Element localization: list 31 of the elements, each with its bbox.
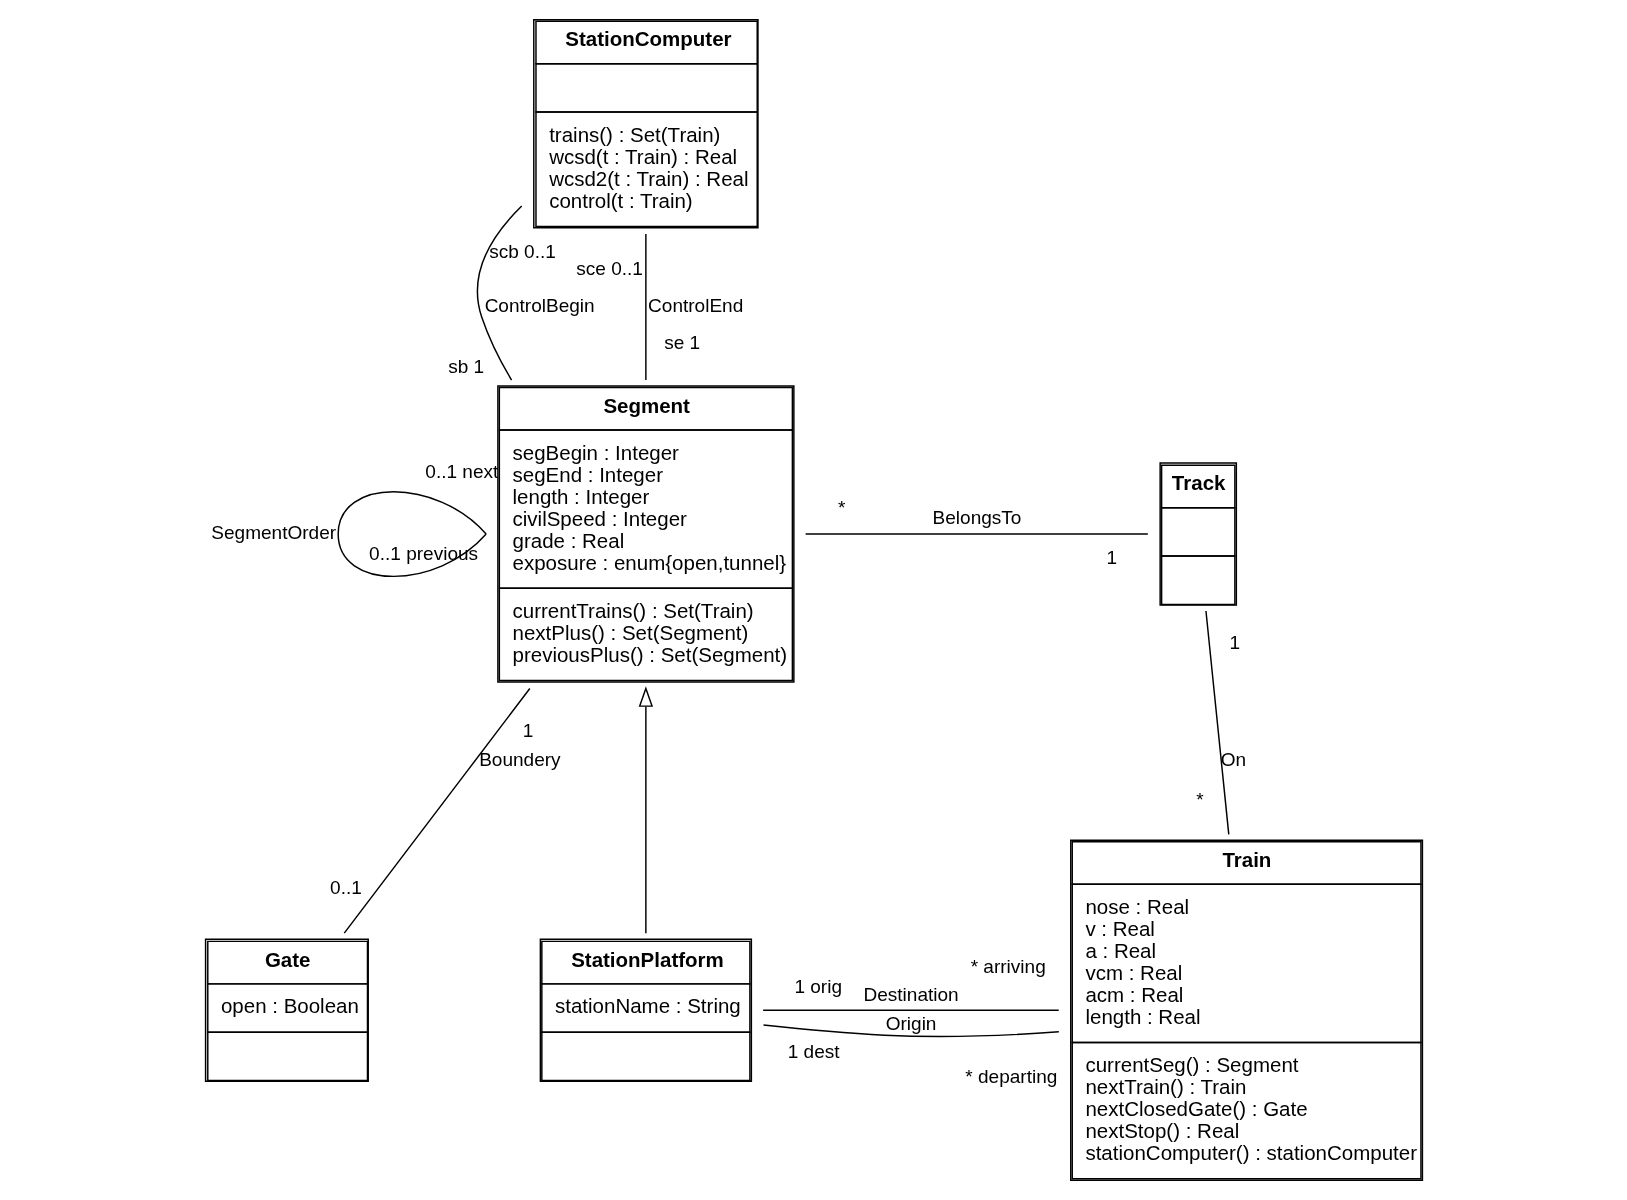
edge-label: Boundery bbox=[478, 749, 561, 771]
edge-label: Origin bbox=[885, 1012, 936, 1034]
label: 1 bbox=[522, 720, 533, 742]
connector bbox=[336, 491, 487, 578]
label: 1 bbox=[1106, 547, 1117, 569]
label: * bbox=[837, 496, 845, 518]
connector bbox=[343, 687, 531, 934]
connector bbox=[644, 233, 647, 381]
label: * arriving bbox=[970, 955, 1046, 977]
label: sb 1 bbox=[447, 356, 484, 378]
connector bbox=[1204, 610, 1229, 836]
label: 0..1 bbox=[329, 877, 362, 899]
connector bbox=[761, 1009, 1059, 1011]
connector bbox=[762, 1024, 1060, 1038]
label: * departing bbox=[964, 1065, 1057, 1087]
label: 1 dest bbox=[787, 1040, 840, 1062]
edge-label: ControlBegin bbox=[484, 294, 595, 316]
arrow bbox=[638, 686, 653, 934]
label: * bbox=[1195, 789, 1204, 811]
label: scb 0..1 bbox=[488, 240, 556, 262]
label: se 1 bbox=[663, 331, 700, 353]
edge-label: BelongsTo bbox=[932, 507, 1021, 529]
edge-label: On bbox=[1220, 749, 1246, 771]
connector bbox=[476, 205, 522, 381]
edge-label: ControlEnd bbox=[647, 294, 743, 316]
edge-label: Destination bbox=[862, 983, 959, 1005]
label: sce 0..1 bbox=[575, 258, 643, 280]
label: 1 bbox=[1228, 632, 1240, 654]
connector bbox=[804, 533, 1149, 535]
label: 1 orig bbox=[793, 976, 842, 998]
edge-label: SegmentOrder bbox=[210, 522, 336, 544]
